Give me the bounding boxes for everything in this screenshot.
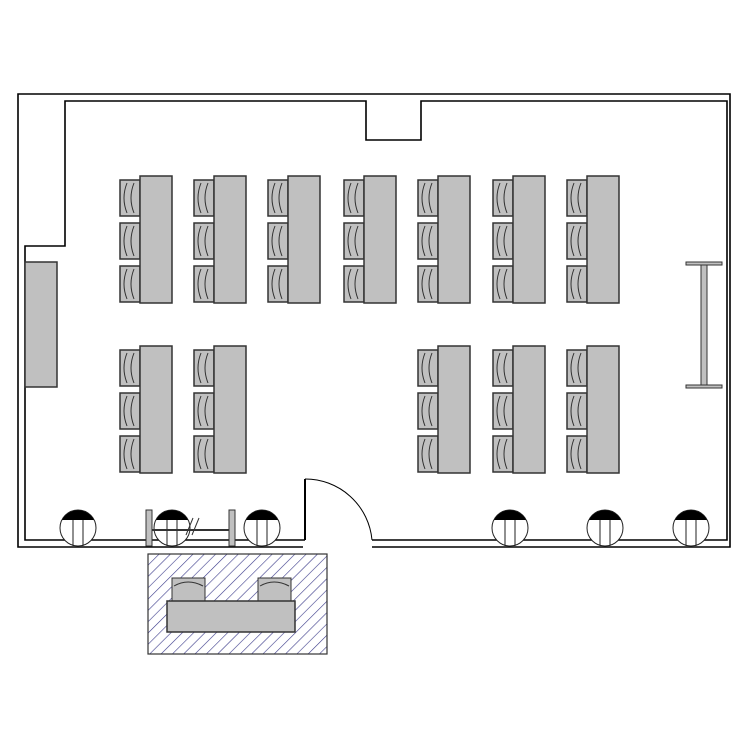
- desk: [512, 345, 546, 474]
- desk: [586, 175, 620, 304]
- desk-group: [492, 175, 546, 304]
- chair: [566, 435, 588, 473]
- pillars: [59, 509, 710, 547]
- desk: [437, 175, 471, 304]
- desk-group: [566, 345, 620, 474]
- pillar: [491, 509, 529, 547]
- chair: [417, 435, 439, 473]
- walls: [17, 93, 731, 548]
- chair: [417, 349, 439, 387]
- chair: [119, 265, 141, 303]
- chair: [492, 179, 514, 217]
- station-chair: [257, 577, 292, 603]
- pillar: [153, 509, 191, 547]
- desk: [512, 175, 546, 304]
- chair: [492, 222, 514, 260]
- inner-wall: [24, 100, 728, 541]
- desk-grid: [119, 175, 620, 474]
- chair: [119, 222, 141, 260]
- pillar: [586, 509, 624, 547]
- chair: [566, 349, 588, 387]
- chair: [566, 265, 588, 303]
- desk-group: [492, 345, 546, 474]
- pillar: [59, 509, 97, 547]
- door-swing-arc: [304, 478, 373, 541]
- chair: [193, 265, 215, 303]
- desk: [437, 345, 471, 474]
- desk-group: [193, 345, 247, 474]
- desk-group: [119, 345, 173, 474]
- chair: [267, 265, 289, 303]
- chair: [193, 179, 215, 217]
- chair: [566, 222, 588, 260]
- window-gate: [145, 509, 236, 547]
- lectern: [685, 261, 723, 389]
- chair: [343, 179, 365, 217]
- chair: [119, 435, 141, 473]
- chair: [267, 179, 289, 217]
- pillar: [243, 509, 281, 547]
- chair: [566, 179, 588, 217]
- chair: [492, 265, 514, 303]
- desk: [586, 345, 620, 474]
- chair: [417, 179, 439, 217]
- chair: [193, 222, 215, 260]
- desk-group: [343, 175, 397, 304]
- desk: [139, 345, 173, 474]
- outside-station: [147, 553, 328, 655]
- desk-group: [119, 175, 173, 304]
- station-desk: [166, 600, 296, 633]
- desk: [287, 175, 321, 304]
- desk: [213, 175, 247, 304]
- chair: [267, 222, 289, 260]
- desk: [213, 345, 247, 474]
- chair: [193, 435, 215, 473]
- desk: [363, 175, 397, 304]
- chair: [566, 392, 588, 430]
- chair: [193, 392, 215, 430]
- chair: [417, 392, 439, 430]
- chair: [417, 265, 439, 303]
- chair: [119, 392, 141, 430]
- chair: [492, 435, 514, 473]
- chair: [119, 349, 141, 387]
- desk: [139, 175, 173, 304]
- chair: [193, 349, 215, 387]
- desk-group: [267, 175, 321, 304]
- whiteboard: [24, 261, 58, 388]
- desk-group: [566, 175, 620, 304]
- chair: [492, 349, 514, 387]
- station-chair: [171, 577, 206, 603]
- chair: [343, 265, 365, 303]
- chair: [417, 222, 439, 260]
- chair: [492, 392, 514, 430]
- pillar: [672, 509, 710, 547]
- chair: [119, 179, 141, 217]
- desk-group: [193, 175, 247, 304]
- outer-wall: [17, 93, 731, 548]
- desk-group: [417, 345, 471, 474]
- chair: [343, 222, 365, 260]
- desk-group: [417, 175, 471, 304]
